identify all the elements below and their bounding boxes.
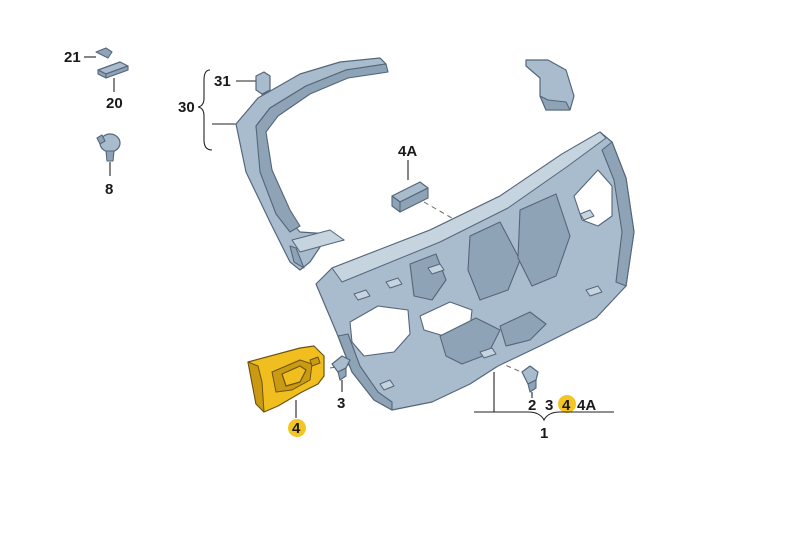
label-4-left: 4 (292, 420, 301, 437)
label-3: 3 (337, 395, 345, 412)
label-20: 20 (106, 95, 123, 112)
panel-cutout-right (573, 169, 613, 227)
part-21-clip (95, 47, 113, 59)
label-8: 8 (105, 181, 113, 198)
bracket-30 (197, 69, 213, 151)
part-2-clip (521, 365, 539, 393)
label-3-group: 3 (545, 397, 553, 414)
part-8-bumper (96, 133, 121, 162)
bracket-1 (474, 411, 614, 422)
part-30-side-trim (235, 57, 389, 271)
part-3-clip (331, 355, 351, 381)
label-4-group: 4 (562, 397, 571, 414)
label-2: 2 (528, 397, 536, 414)
label-21: 21 (64, 49, 81, 66)
highlight-marker-4-left (288, 419, 306, 437)
part-1-tailgate-trim-panel (315, 131, 635, 411)
assembly-line-4a (423, 201, 477, 233)
label-31: 31 (214, 73, 231, 90)
part-4a-clip (391, 181, 429, 213)
label-4a-top: 4A (398, 143, 417, 160)
part-4-cover-highlighted (247, 345, 325, 413)
panel-cutout-left (349, 305, 411, 357)
part-20-clip (97, 61, 129, 79)
label-1: 1 (540, 425, 548, 442)
label-4a-group: 4A (577, 397, 596, 414)
label-30: 30 (178, 99, 195, 116)
part-right-upper-trim (525, 59, 575, 111)
highlight-marker-4-group (558, 395, 576, 413)
